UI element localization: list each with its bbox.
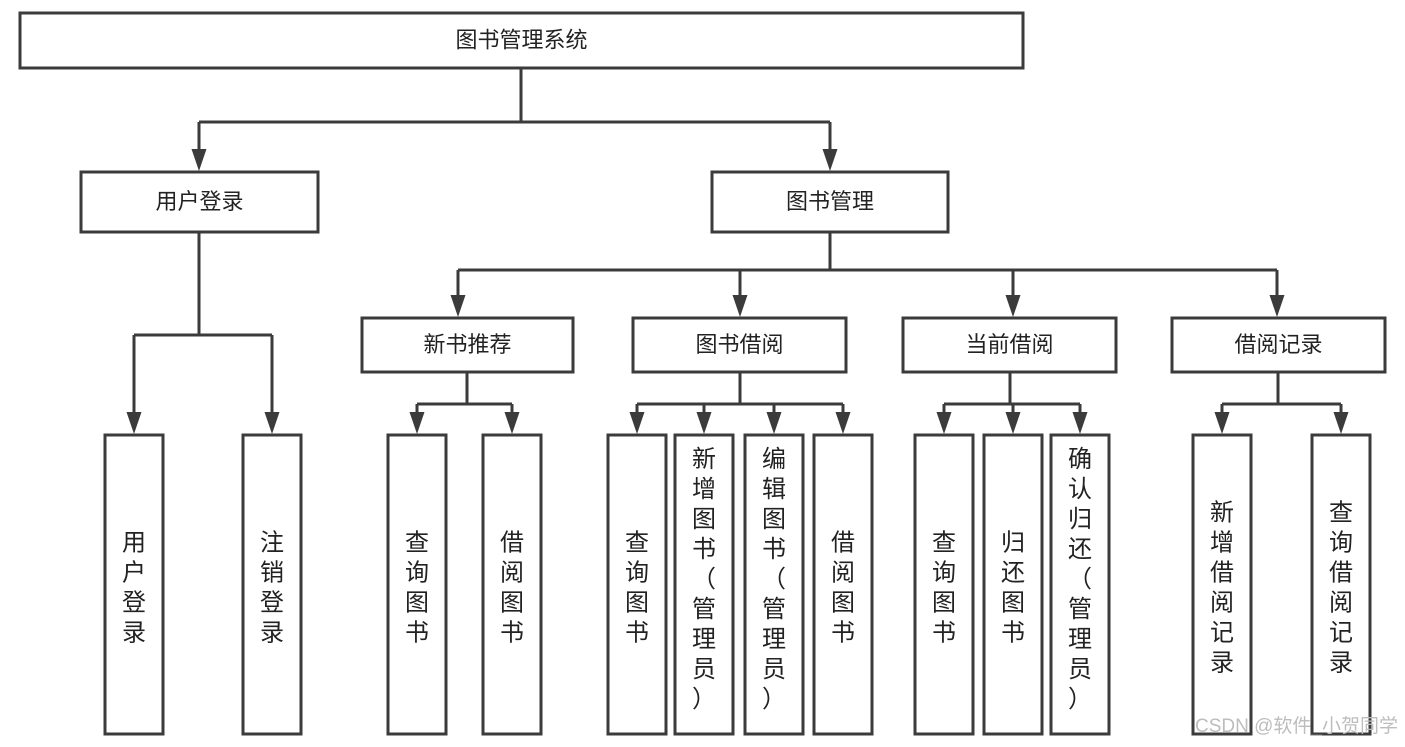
book-borrow-drop-2-arrow-head xyxy=(766,412,782,434)
node-leaf-borrow-book-1[interactable]: 借阅图书 xyxy=(481,433,543,736)
node-label-book-management: 图书管理 xyxy=(786,189,874,214)
node-leaf-borrow-book-2[interactable]: 借阅图书 xyxy=(812,433,874,736)
node-box-borrow-record xyxy=(1170,316,1387,374)
book-mgmt-drop-3-arrow-head xyxy=(1269,295,1285,317)
book-mgmt-drop-2-arrow-head xyxy=(1005,295,1021,317)
node-box-new-book-recommend xyxy=(360,316,575,374)
book-borrow-drop-0-arrow-head xyxy=(629,412,645,434)
node-label-leaf-query-book-1: 查询图书 xyxy=(405,530,429,647)
node-leaf-return-book[interactable]: 归还图书 xyxy=(982,433,1044,736)
node-label-leaf-edit-book-admin: 编辑图书（管理员） xyxy=(762,446,786,713)
node-label-leaf-borrow-book-2: 借阅图书 xyxy=(831,530,855,647)
node-borrow-record[interactable]: 借阅记录 xyxy=(1170,316,1387,374)
node-leaf-query-book-1[interactable]: 查询图书 xyxy=(386,433,448,736)
node-current-borrow[interactable]: 当前借阅 xyxy=(901,316,1118,374)
new-book-recommend-drop-1-arrow-head xyxy=(504,412,520,434)
node-leaf-query-book-2[interactable]: 查询图书 xyxy=(606,433,668,736)
node-leaf-edit-book-admin[interactable]: 编辑图书（管理员） xyxy=(743,433,805,736)
book-borrow-drop-3-arrow-head xyxy=(835,412,851,434)
root-drop-1-arrow-head xyxy=(822,149,838,171)
node-box-leaf-query-borrow-record xyxy=(1310,433,1372,736)
borrow-record-drop-1-arrow-head xyxy=(1333,412,1349,434)
node-label-leaf-confirm-return-admin: 确认归还（管理员） xyxy=(1068,446,1092,713)
node-leaf-user-logout[interactable]: 注销登录 xyxy=(241,433,303,736)
user-login-drop-1-arrow-head xyxy=(264,412,280,434)
node-label-leaf-borrow-book-1: 借阅图书 xyxy=(500,530,524,647)
book-mgmt-drop-1-arrow-head xyxy=(732,295,748,317)
node-label-book-borrow: 图书借阅 xyxy=(695,332,783,357)
node-label-root: 图书管理系统 xyxy=(455,27,587,52)
current-borrow-drop-1-arrow-head xyxy=(1005,412,1021,434)
book-borrow-drop-1-arrow-head xyxy=(696,412,712,434)
node-box-user-login xyxy=(79,170,320,234)
node-book-management[interactable]: 图书管理 xyxy=(710,170,950,234)
node-box-book-borrow xyxy=(631,316,848,374)
node-box-leaf-add-book-admin xyxy=(673,433,735,736)
node-box-book-management xyxy=(710,170,950,234)
node-layer: 图书管理系统用户登录图书管理新书推荐图书借阅当前借阅借阅记录用户登录注销登录查询… xyxy=(18,11,1387,736)
node-label-borrow-record: 借阅记录 xyxy=(1234,332,1322,357)
node-leaf-query-borrow-record[interactable]: 查询借阅记录 xyxy=(1310,433,1372,736)
node-box-current-borrow xyxy=(901,316,1118,374)
user-login-drop-0-arrow-head xyxy=(126,412,142,434)
node-label-leaf-user-login: 用户登录 xyxy=(122,530,146,647)
node-new-book-recommend[interactable]: 新书推荐 xyxy=(360,316,575,374)
node-leaf-query-book-3[interactable]: 查询图书 xyxy=(913,433,975,736)
node-box-leaf-user-logout xyxy=(241,433,303,736)
node-box-leaf-user-login xyxy=(103,433,165,736)
node-box-root xyxy=(18,11,1025,70)
root-drop-0-arrow-head xyxy=(191,149,207,171)
node-box-leaf-edit-book-admin xyxy=(743,433,805,736)
csdn-watermark: CSDN @软件_小贺同学 xyxy=(1195,715,1398,737)
node-box-leaf-add-borrow-record xyxy=(1191,433,1253,736)
new-book-recommend-drop-0-arrow-head xyxy=(409,412,425,434)
connector-layer xyxy=(126,68,1349,434)
node-label-new-book-recommend: 新书推荐 xyxy=(423,332,511,357)
node-leaf-add-borrow-record[interactable]: 新增借阅记录 xyxy=(1191,433,1253,736)
node-label-leaf-query-book-3: 查询图书 xyxy=(932,530,956,647)
node-box-leaf-borrow-book-2 xyxy=(812,433,874,736)
node-leaf-user-login[interactable]: 用户登录 xyxy=(103,433,165,736)
node-label-current-borrow: 当前借阅 xyxy=(965,332,1053,357)
node-book-borrow[interactable]: 图书借阅 xyxy=(631,316,848,374)
node-root[interactable]: 图书管理系统 xyxy=(18,11,1025,70)
current-borrow-drop-0-arrow-head xyxy=(936,412,952,434)
node-box-leaf-borrow-book-1 xyxy=(481,433,543,736)
node-label-leaf-query-borrow-record: 查询借阅记录 xyxy=(1329,500,1353,677)
node-box-leaf-query-book-2 xyxy=(606,433,668,736)
node-box-leaf-return-book xyxy=(982,433,1044,736)
node-box-leaf-confirm-return-admin xyxy=(1049,433,1111,736)
node-label-leaf-add-borrow-record: 新增借阅记录 xyxy=(1210,500,1234,677)
node-user-login[interactable]: 用户登录 xyxy=(79,170,320,234)
node-label-leaf-add-book-admin: 新增图书（管理员） xyxy=(692,446,716,713)
borrow-record-drop-0-arrow-head xyxy=(1214,412,1230,434)
node-leaf-confirm-return-admin[interactable]: 确认归还（管理员） xyxy=(1049,433,1111,736)
book-mgmt-drop-0-arrow-head xyxy=(450,295,466,317)
node-label-leaf-user-logout: 注销登录 xyxy=(260,530,284,647)
current-borrow-drop-2-arrow-head xyxy=(1072,412,1088,434)
node-label-leaf-return-book: 归还图书 xyxy=(1001,530,1025,647)
node-label-user-login: 用户登录 xyxy=(155,189,243,214)
node-label-leaf-query-book-2: 查询图书 xyxy=(625,530,649,647)
node-box-leaf-query-book-1 xyxy=(386,433,448,736)
node-box-leaf-query-book-3 xyxy=(913,433,975,736)
node-leaf-add-book-admin[interactable]: 新增图书（管理员） xyxy=(673,433,735,736)
